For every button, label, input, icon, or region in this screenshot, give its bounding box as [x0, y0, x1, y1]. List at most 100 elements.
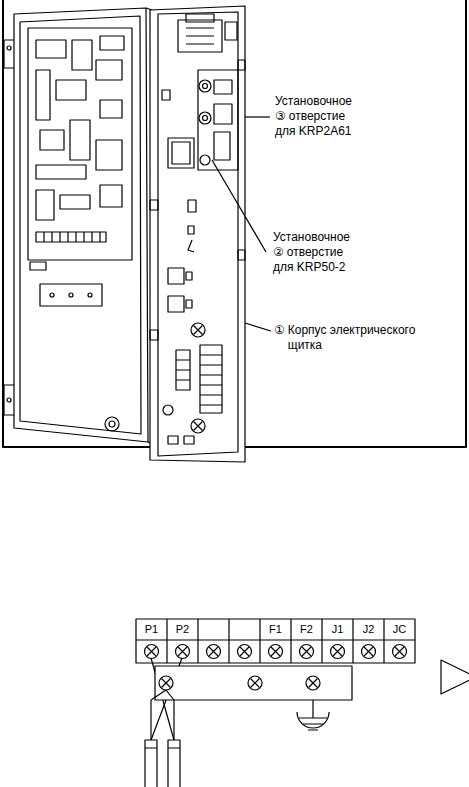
- cable: [168, 740, 180, 787]
- chip: [36, 70, 50, 120]
- panel-door: [4, 8, 152, 444]
- door-knob-center: [109, 421, 115, 427]
- transformer-windings: [186, 28, 214, 44]
- door-knob: [105, 417, 119, 431]
- plate-hole: [69, 293, 73, 297]
- ground-symbol-arc: [297, 712, 329, 728]
- terminal-block-grid: [136, 619, 415, 663]
- mounting-screw-head: [203, 116, 208, 121]
- terminal-cell: JC: [385, 620, 414, 639]
- terminal-screw: [331, 645, 345, 659]
- chip: [96, 140, 122, 170]
- terminal-screw: [300, 645, 314, 659]
- transformer: [178, 20, 222, 52]
- chip: [36, 40, 66, 58]
- terminal-cell: P1: [137, 620, 166, 639]
- terminal-screw: [238, 645, 252, 659]
- terminal-strip: [200, 345, 222, 413]
- chip: [40, 130, 64, 150]
- control-box-housing: [150, 6, 245, 462]
- chip: [56, 80, 86, 100]
- chip: [214, 104, 232, 124]
- knockout: [163, 405, 173, 415]
- board-connector: [36, 232, 106, 242]
- callout-group: ③Установочное отверстие для KRP2A61: [275, 94, 363, 139]
- ground-symbol: [299, 700, 327, 730]
- hinge-pin: [7, 398, 11, 402]
- leader-line: [245, 323, 271, 331]
- mounting-screw: [200, 155, 210, 165]
- leader-line: [245, 116, 270, 117]
- krp2a61-board: [198, 70, 238, 170]
- housing-outline: [150, 6, 245, 462]
- callout-number: ①: [274, 323, 285, 338]
- callout-label: Установочное отверстие для KRP2A61: [275, 94, 363, 139]
- cable: [145, 740, 157, 787]
- leader-line: [212, 160, 266, 252]
- ground-screw: [306, 676, 320, 690]
- terminal-cell: J2: [354, 620, 383, 639]
- mounting-screw-head: [203, 84, 208, 89]
- terminal-strip-divisions: [200, 355, 222, 405]
- callout-number: ③: [275, 109, 286, 124]
- chip: [60, 195, 90, 209]
- callout-label: Корпус электрического щитка: [288, 323, 444, 353]
- wire-clamp: [188, 240, 194, 252]
- terminal-block: [136, 619, 415, 663]
- cable-sheath: [145, 747, 180, 748]
- chip: [96, 60, 122, 80]
- chip: [214, 80, 232, 94]
- terminal-cell: J1: [323, 620, 352, 639]
- callout-label: Установочное отверстие для KRP50-2: [273, 230, 361, 275]
- terminal-block-outline: [136, 619, 415, 663]
- mounting-screw: [199, 112, 211, 124]
- krp50-2-inner: [172, 142, 190, 164]
- ground-bar-outline: [155, 666, 352, 700]
- terminal-strip: [176, 350, 190, 390]
- terminal-screw: [207, 645, 221, 659]
- side-tab: [238, 60, 245, 70]
- cable-gland: [168, 436, 178, 444]
- clip: [188, 226, 194, 234]
- terminal-cell: F2: [292, 620, 321, 639]
- plate-hole: [88, 293, 92, 297]
- fixing-screw: [191, 419, 205, 433]
- terminal-screw: [145, 645, 159, 659]
- chip: [214, 132, 230, 160]
- clip: [162, 90, 170, 100]
- ground-screw: [159, 676, 173, 690]
- plate-hole: [50, 293, 54, 297]
- callout-number: ②: [273, 245, 284, 260]
- terminal-cell: P2: [168, 620, 197, 639]
- board-tab: [30, 262, 46, 270]
- fixing-screw: [191, 323, 205, 337]
- terminal-screw: [393, 645, 407, 659]
- hinge-pin: [7, 46, 11, 50]
- relay: [168, 296, 184, 312]
- relay: [168, 268, 184, 284]
- chip: [36, 165, 86, 179]
- ground-screw: [248, 676, 262, 690]
- wire: [173, 700, 174, 740]
- terminal-label: F1: [269, 623, 282, 636]
- chip: [72, 40, 92, 70]
- relay-pin: [186, 272, 192, 280]
- callout-group: ①Корпус электрического щитка: [274, 323, 444, 353]
- relay-pin: [186, 300, 192, 308]
- krp50-2-board: [168, 138, 194, 168]
- transformer-top: [186, 14, 214, 22]
- name-plate: [40, 284, 102, 306]
- housing-inner-wall: [158, 12, 238, 456]
- side-tab: [238, 250, 245, 260]
- clip: [188, 200, 196, 212]
- circuit-board: [28, 28, 132, 260]
- wire: [151, 690, 174, 700]
- terminal-label: J2: [363, 623, 375, 636]
- terminal-label: F2: [300, 623, 313, 636]
- hinge: [4, 40, 14, 415]
- wire: [150, 700, 151, 740]
- small-plate: [225, 22, 237, 40]
- side-tab: [150, 330, 158, 340]
- terminal-label: J1: [332, 623, 344, 636]
